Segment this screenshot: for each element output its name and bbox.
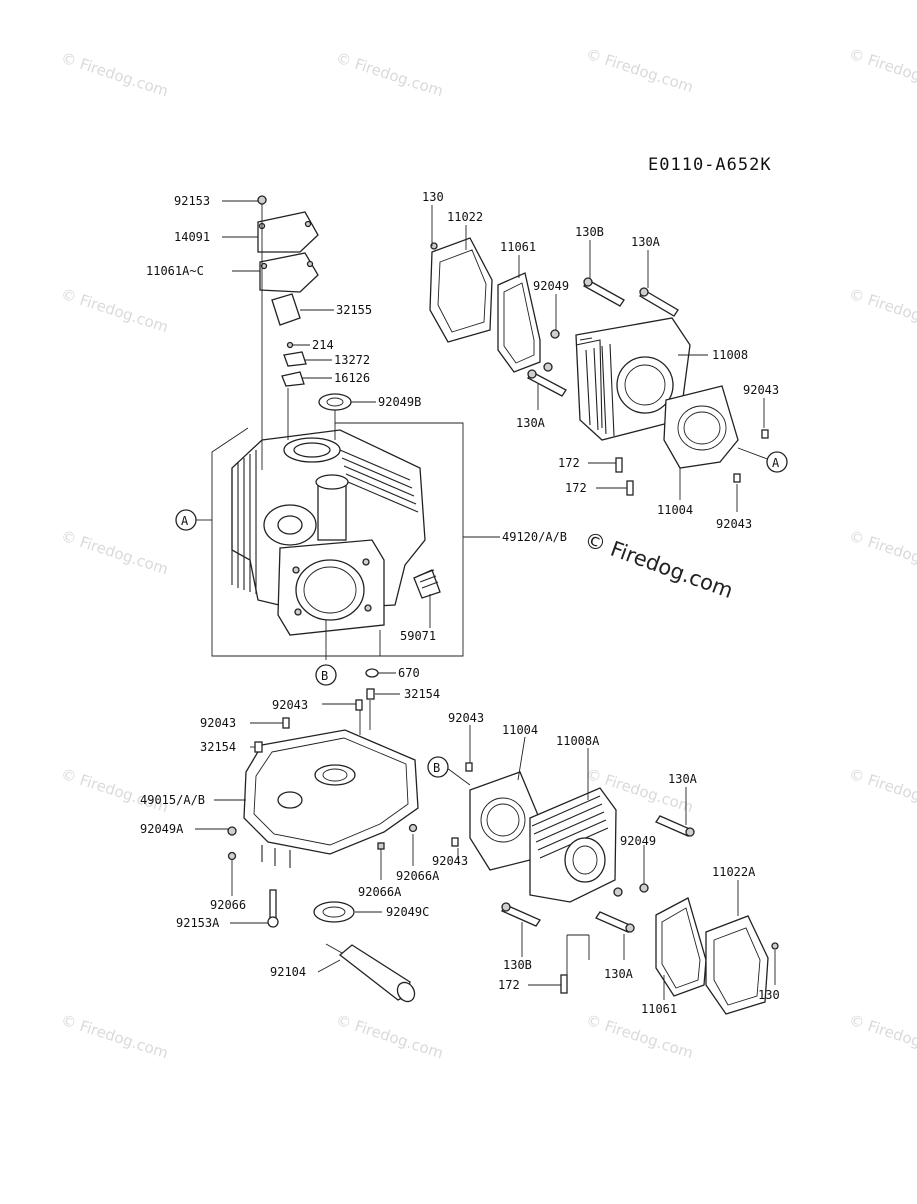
watermark: © Firedog.com bbox=[59, 49, 171, 101]
callout-b: B bbox=[321, 669, 328, 683]
part-label-214: 214 bbox=[312, 338, 334, 352]
cylinder-head-1-assembly: A bbox=[429, 205, 788, 512]
part-label-92049: 92049 bbox=[533, 279, 569, 293]
part-label-670: 670 bbox=[398, 666, 420, 680]
part-label-92066: 92066 bbox=[210, 898, 246, 912]
part-label-92049b: 92049B bbox=[378, 395, 421, 409]
part-label-16126: 16126 bbox=[334, 371, 370, 385]
callout-b: B bbox=[433, 761, 440, 775]
part-label-92043: 92043 bbox=[200, 716, 236, 730]
part-label-130: 130 bbox=[422, 190, 444, 204]
part-label-92043: 92043 bbox=[272, 698, 308, 712]
callout-a: A bbox=[772, 456, 780, 470]
watermark: © Firedog.com bbox=[847, 765, 917, 817]
part-label-130a: 130A bbox=[516, 416, 546, 430]
part-label-92049a: 92049A bbox=[140, 822, 184, 836]
part-label-11008a: 11008A bbox=[556, 734, 600, 748]
part-label-92049c: 92049C bbox=[386, 905, 429, 919]
diagram-code: E0110-A652K bbox=[648, 155, 772, 175]
part-label-172: 172 bbox=[498, 978, 520, 992]
part-label-92043: 92043 bbox=[432, 854, 468, 868]
watermark: © Firedog.com bbox=[847, 45, 917, 97]
part-label-92043: 92043 bbox=[716, 517, 752, 531]
part-label-92043: 92043 bbox=[448, 711, 484, 725]
part-label-11004: 11004 bbox=[502, 723, 538, 737]
watermark: © Firedog.com bbox=[847, 285, 917, 337]
part-label-11004: 11004 bbox=[657, 503, 693, 517]
watermark-center: © Firedog.com bbox=[581, 527, 736, 603]
watermark: © Firedog.com bbox=[334, 49, 446, 101]
part-label-92153: 92153 bbox=[174, 194, 210, 208]
part-label-32154: 32154 bbox=[200, 740, 236, 754]
part-label-130a: 130A bbox=[668, 772, 698, 786]
part-label-92043: 92043 bbox=[743, 383, 779, 397]
part-label-130: 130 bbox=[758, 988, 780, 1002]
part-label-11022a: 11022A bbox=[712, 865, 756, 879]
part-number-labels: 92153 14091 11061A~C 32155 214 13272 161… bbox=[140, 190, 780, 1016]
part-label-11061a-c: 11061A~C bbox=[146, 264, 204, 278]
watermark: © Firedog.com bbox=[584, 1011, 696, 1063]
watermark: © Firedog.com bbox=[847, 527, 917, 579]
part-label-172: 172 bbox=[558, 456, 580, 470]
part-label-14091: 14091 bbox=[174, 230, 210, 244]
part-label-49120: 49120/A/B bbox=[502, 530, 567, 544]
watermark: © Firedog.com bbox=[59, 527, 171, 579]
part-label-92104: 92104 bbox=[270, 965, 306, 979]
callout-a: A bbox=[181, 514, 189, 528]
part-label-92066a: 92066A bbox=[396, 869, 440, 883]
part-label-11061: 11061 bbox=[641, 1002, 677, 1016]
watermark: © Firedog.com bbox=[584, 45, 696, 97]
part-label-130a: 130A bbox=[604, 967, 634, 981]
watermark: © Firedog.com bbox=[59, 285, 171, 337]
part-label-172: 172 bbox=[565, 481, 587, 495]
part-label-92153a: 92153A bbox=[176, 916, 220, 930]
cylinder-head-2-assembly: B bbox=[427, 725, 779, 1015]
part-label-130b: 130B bbox=[503, 958, 532, 972]
watermark: © Firedog.com bbox=[59, 1011, 171, 1063]
part-label-49015: 49015/A/B bbox=[140, 793, 205, 807]
part-label-11022: 11022 bbox=[447, 210, 483, 224]
part-label-11008: 11008 bbox=[712, 348, 748, 362]
watermark: © Firedog.com bbox=[59, 765, 171, 817]
part-label-13272: 13272 bbox=[334, 353, 370, 367]
part-label-130a: 130A bbox=[631, 235, 661, 249]
part-label-11061: 11061 bbox=[500, 240, 536, 254]
part-label-32155: 32155 bbox=[336, 303, 372, 317]
watermark: © Firedog.com bbox=[334, 1011, 446, 1063]
watermark: © Firedog.com bbox=[847, 1011, 917, 1063]
part-label-32154: 32154 bbox=[404, 687, 440, 701]
part-label-92066a: 92066A bbox=[358, 885, 402, 899]
part-label-92049: 92049 bbox=[620, 834, 656, 848]
part-label-59071: 59071 bbox=[400, 629, 436, 643]
crankcase-cover-assembly bbox=[195, 688, 419, 1003]
part-label-130b: 130B bbox=[575, 225, 604, 239]
crankcase-assembly: A B bbox=[175, 195, 500, 686]
